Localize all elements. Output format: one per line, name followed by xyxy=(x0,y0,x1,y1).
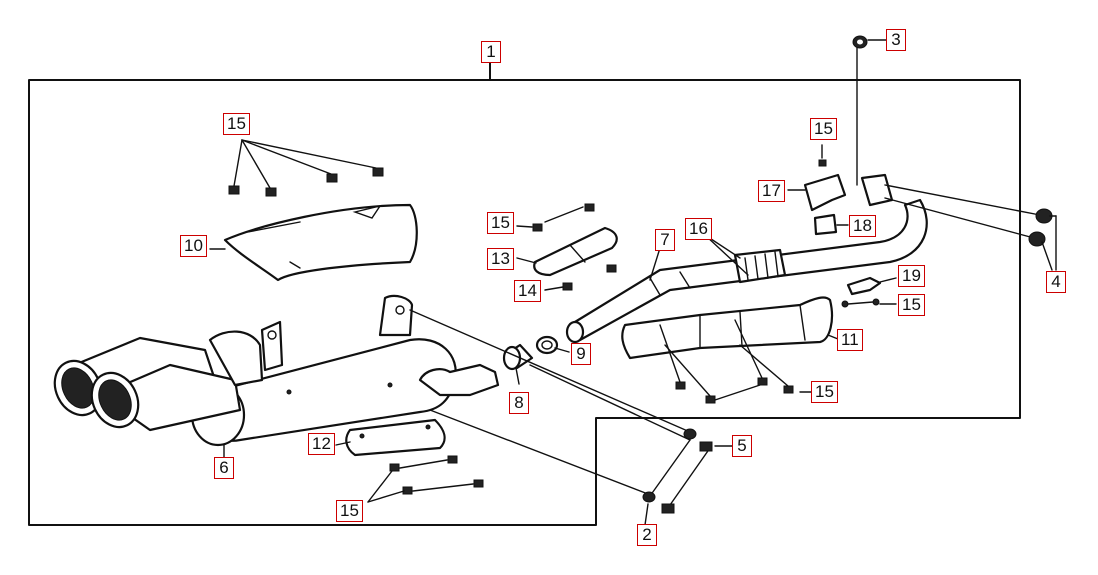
callout-19: 19 xyxy=(898,265,925,287)
assembly-outline xyxy=(28,59,1021,526)
callout-12: 12 xyxy=(308,433,335,455)
flange xyxy=(856,47,1041,239)
callout-15-shield-11: 15 xyxy=(811,381,838,403)
callout-8: 8 xyxy=(509,392,529,414)
rubber-mount-18 xyxy=(813,213,838,236)
callout-7: 7 xyxy=(655,229,675,251)
callout-6: 6 xyxy=(214,457,234,479)
flex-joint-16 xyxy=(733,248,787,284)
leader-lines xyxy=(409,309,711,506)
callout-9: 9 xyxy=(571,343,591,365)
callout-13: 13 xyxy=(487,248,514,270)
callout-3: 3 xyxy=(886,29,906,51)
heat-shield-10 xyxy=(223,203,418,282)
bolts-group-bottom xyxy=(367,455,484,503)
nuts-4 xyxy=(1028,208,1057,271)
bracket-19 xyxy=(841,276,882,308)
heat-shield-13 xyxy=(533,226,618,277)
heat-shield-12 xyxy=(345,418,446,457)
callout-15-bottom: 15 xyxy=(336,500,363,522)
nut-3 xyxy=(852,35,868,49)
callout-15-top-left: 15 xyxy=(223,113,250,135)
callout-4: 4 xyxy=(1046,271,1066,293)
gasket-9 xyxy=(535,335,559,355)
callout-14: 14 xyxy=(514,280,541,302)
callout-15-bolts-13: 15 xyxy=(487,212,514,234)
callout-17: 17 xyxy=(758,180,785,202)
callout-5: 5 xyxy=(732,435,752,457)
callout-16: 16 xyxy=(685,218,712,240)
callout-18: 18 xyxy=(849,215,876,237)
rear-muffler-6 xyxy=(53,294,500,447)
heat-shield-11 xyxy=(621,296,834,360)
callout-leaders xyxy=(209,39,897,526)
callout-1: 1 xyxy=(481,41,501,63)
bolts-5-washers-2 xyxy=(642,428,713,514)
callout-2: 2 xyxy=(637,524,657,546)
bolts-13 xyxy=(532,203,617,291)
callout-10: 10 xyxy=(180,235,207,257)
bracket-17 xyxy=(803,144,847,212)
bolts-11 xyxy=(659,319,794,404)
callout-15-bracket-19: 15 xyxy=(898,294,925,316)
bolts-group-top xyxy=(228,139,384,197)
callout-15-bracket-17: 15 xyxy=(810,118,837,140)
callout-11: 11 xyxy=(837,329,863,351)
